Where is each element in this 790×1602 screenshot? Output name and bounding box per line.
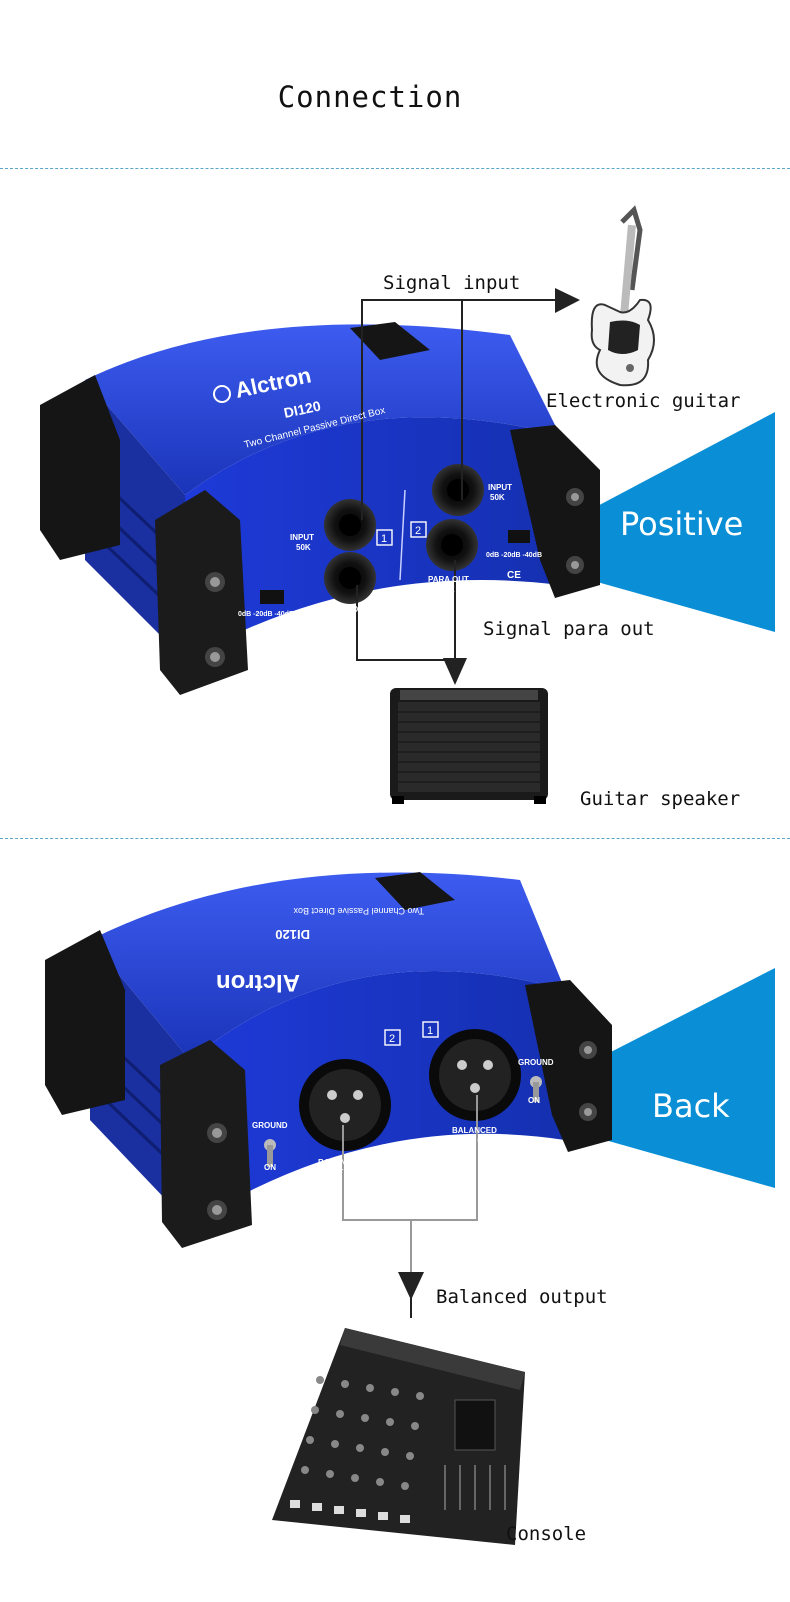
subtitle-back: Two Channel Passive Direct Box (293, 906, 424, 916)
label-guitar-speaker: Guitar speaker (580, 788, 741, 810)
back-wedge (605, 968, 775, 1188)
input-left-ohms: 50K (296, 543, 311, 552)
channel-2-badge-back: 2 (389, 1033, 395, 1045)
ground-label-right: GROUND (518, 1058, 554, 1067)
balanced-label-left: BALANCED (318, 1158, 363, 1167)
inout-label-left: IN/OUT 600 Ω (316, 1168, 368, 1177)
on-label-left: ON (264, 1163, 276, 1172)
input-right-ohms: 50K (490, 493, 505, 502)
ground-label-left: GROUND (252, 1121, 288, 1130)
para-out-ohms-2: 50K (440, 585, 455, 594)
channel-1-badge-back: 1 (427, 1025, 433, 1037)
brand-logo-back: Alctron (216, 969, 300, 996)
para-out-label-2: PARA OUT (428, 575, 469, 584)
model-label-back: DI120 (275, 927, 310, 942)
divider-top (0, 168, 790, 169)
para-out-ohms: 50K (340, 615, 355, 624)
page-title: Connection (277, 80, 463, 114)
speaker-icon (390, 688, 548, 804)
channel-1-badge: 1 (381, 533, 387, 545)
pad-label-right: 0dB -20dB -40dB (486, 552, 542, 559)
pad-label-left: 0dB -20dB -40dB (238, 611, 294, 618)
inout-label-right: IN/OUT 600 Ω (448, 1136, 500, 1145)
label-console: Console (506, 1523, 587, 1545)
model-label-front: DI120 (282, 397, 322, 420)
di-box-front (40, 322, 600, 695)
side-label-positive: Positive (620, 505, 744, 543)
input-right-label: INPUT (488, 483, 512, 492)
on-label-right: ON (528, 1096, 540, 1105)
label-electronic-guitar: Electronic guitar (546, 390, 741, 412)
ce-mark: CE (507, 570, 521, 581)
input-left-label: INPUT (290, 533, 314, 542)
positive-wedge (590, 412, 775, 632)
channel-2-badge: 2 (415, 525, 421, 537)
para-out-label: PARA OUT (328, 605, 369, 614)
guitar-icon (590, 205, 655, 387)
balanced-label-right: BALANCED (452, 1126, 497, 1135)
side-label-back: Back (652, 1087, 730, 1125)
di-box-back (45, 872, 612, 1248)
label-signal-input: Signal input (383, 272, 521, 294)
mixer-icon (272, 1328, 525, 1545)
label-signal-para-out: Signal para out (483, 618, 655, 640)
divider-middle (0, 838, 790, 839)
label-balanced-output: Balanced output (436, 1286, 608, 1308)
